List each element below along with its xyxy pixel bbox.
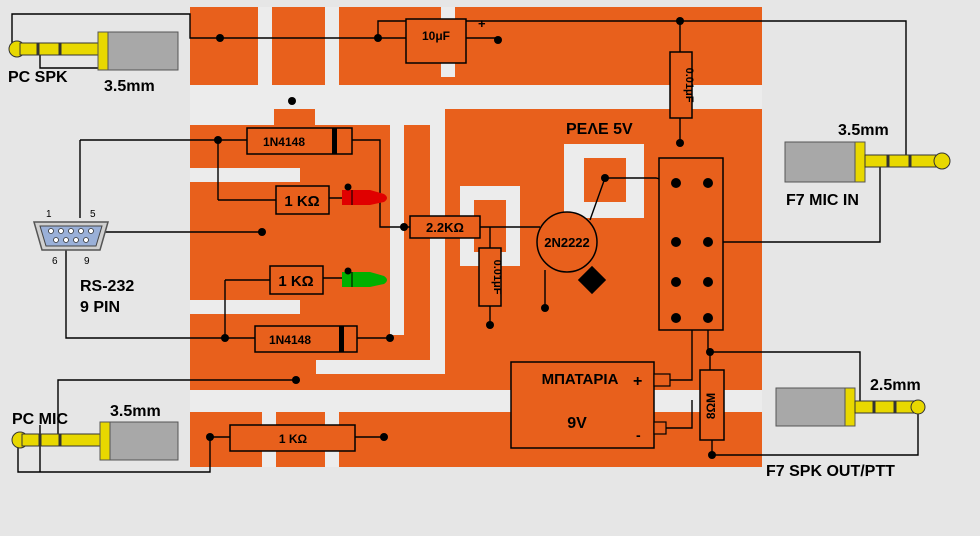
db9-connector-icon[interactable] — [33, 221, 109, 251]
relay-body[interactable] — [658, 157, 724, 331]
pc-spk-plug-icon[interactable] — [8, 31, 179, 71]
rs232-pins-label: 9 PIN — [80, 299, 120, 316]
pc-mic-plug-icon[interactable] — [11, 421, 179, 461]
cap-10uf-polarity: + — [478, 16, 486, 31]
transistor-tab — [577, 265, 607, 295]
db9-pin6: 6 — [52, 256, 58, 267]
cap-001uf-mid-label: 0.01μF — [491, 260, 503, 295]
battery-minus-terminal — [653, 421, 667, 435]
relay-pins — [671, 178, 713, 323]
led-red-icon — [342, 183, 387, 205]
res-2k2-label: 2.2KΩ — [426, 220, 464, 235]
diode-bottom-band — [339, 326, 344, 352]
diode-top-label: 1N4148 — [263, 135, 305, 149]
f7-mic-size: 3.5mm — [838, 122, 889, 139]
transistor-label: 2N2222 — [544, 235, 590, 250]
led-green-icon — [342, 267, 387, 287]
f7-spk-plug-icon[interactable] — [775, 387, 926, 427]
pcb-isolation-gaps — [190, 7, 762, 467]
pc-mic-size: 3.5mm — [110, 403, 161, 420]
relay-label: ΡΕΛΕ 5V — [566, 121, 633, 138]
res-mic[interactable] — [229, 424, 356, 452]
battery-9v[interactable] — [510, 361, 655, 449]
res-8ohm[interactable] — [699, 369, 725, 441]
pc-mic-label: PC MIC — [12, 411, 68, 428]
res-mic-label: 1 KΩ — [279, 432, 308, 446]
battery-plus-terminal — [653, 373, 671, 387]
transistor-2n2222[interactable] — [536, 211, 598, 273]
res-8ohm-label: 8ΩM — [704, 393, 718, 419]
res-red-led[interactable] — [275, 185, 330, 215]
db9-pin9: 9 — [84, 256, 90, 267]
cap-001uf-top-label: 0.01μF — [683, 68, 695, 103]
cap-10uf-label: 10μF — [422, 29, 450, 43]
cap-001uf-mid[interactable] — [478, 247, 502, 307]
pc-spk-label: PC SPK — [8, 69, 68, 86]
diode-top-band — [332, 128, 337, 154]
f7-mic-plug-icon[interactable] — [784, 141, 951, 183]
res-red-led-label: 1 KΩ — [284, 193, 319, 210]
res-2k2[interactable] — [409, 215, 481, 239]
junction-dots — [206, 17, 716, 459]
cap-10uf[interactable] — [405, 18, 467, 64]
wiring — [11, 13, 919, 473]
battery-minus: - — [636, 427, 641, 443]
pc-spk-size: 3.5mm — [104, 78, 155, 95]
res-green-led[interactable] — [269, 265, 324, 295]
f7-mic-label: F7 MIC IN — [786, 192, 859, 209]
db9-pin5: 5 — [90, 209, 96, 220]
db9-pin1: 1 — [46, 209, 52, 220]
f7-spk-size: 2.5mm — [870, 377, 921, 394]
cap-001uf-top[interactable] — [669, 51, 693, 119]
diode-bottom-label: 1N4148 — [269, 333, 311, 347]
rs232-label: RS-232 — [80, 278, 134, 295]
res-green-led-label: 1 KΩ — [278, 273, 313, 290]
f7-spk-label: F7 SPK OUT/PTT — [766, 463, 895, 480]
battery-name: ΜΠΑΤΑΡΙΑ — [542, 371, 619, 388]
battery-plus: + — [633, 373, 642, 390]
battery-voltage: 9V — [567, 415, 587, 432]
